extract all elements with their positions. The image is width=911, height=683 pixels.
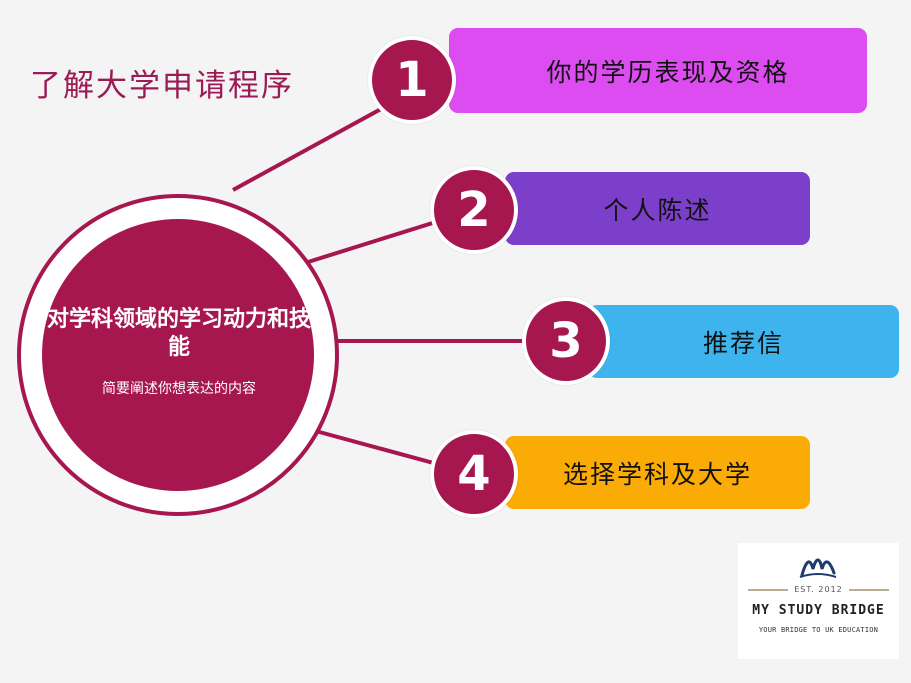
- step-4-label: 选择学科及大学: [562, 459, 752, 489]
- brand-logo: EST. 2012 MY STUDY BRIDGE YOUR BRIDGE TO…: [738, 543, 899, 659]
- step-4-bar: 选择学科及大学: [505, 436, 810, 509]
- step-3-bar: 推荐信: [588, 305, 899, 378]
- step-2-bar: 个人陈述: [505, 172, 810, 245]
- hub-text: 对学科领域的学习动力和技能 简要阐述你想表达的内容: [44, 306, 314, 398]
- step-1-label: 你的学历表现及资格: [546, 57, 790, 87]
- hub-circle: [42, 219, 314, 491]
- hub-sub-label: 简要阐述你想表达的内容: [102, 381, 256, 397]
- bridge-logo-icon: [799, 558, 837, 578]
- hub-main-label: 对学科领域的学习动力和技能: [46, 307, 311, 360]
- step-2-label: 个人陈述: [603, 195, 712, 225]
- step-1-number: 1: [368, 36, 456, 124]
- page-title: 了解大学申请程序: [30, 68, 294, 104]
- step-2-number: 2: [430, 166, 518, 254]
- step-3-label: 推荐信: [702, 328, 784, 358]
- logo-rule-left: [748, 588, 789, 591]
- logo-name: MY STUDY BRIDGE: [752, 603, 885, 618]
- logo-est: EST. 2012: [794, 585, 843, 594]
- logo-rule-right: [848, 588, 889, 591]
- step-3-number: 3: [522, 297, 610, 385]
- logo-est-row: EST. 2012: [738, 585, 899, 594]
- step-4-number: 4: [430, 430, 518, 518]
- step-1-bar: 你的学历表现及资格: [449, 28, 867, 113]
- logo-tagline: YOUR BRIDGE TO UK EDUCATION: [758, 626, 879, 634]
